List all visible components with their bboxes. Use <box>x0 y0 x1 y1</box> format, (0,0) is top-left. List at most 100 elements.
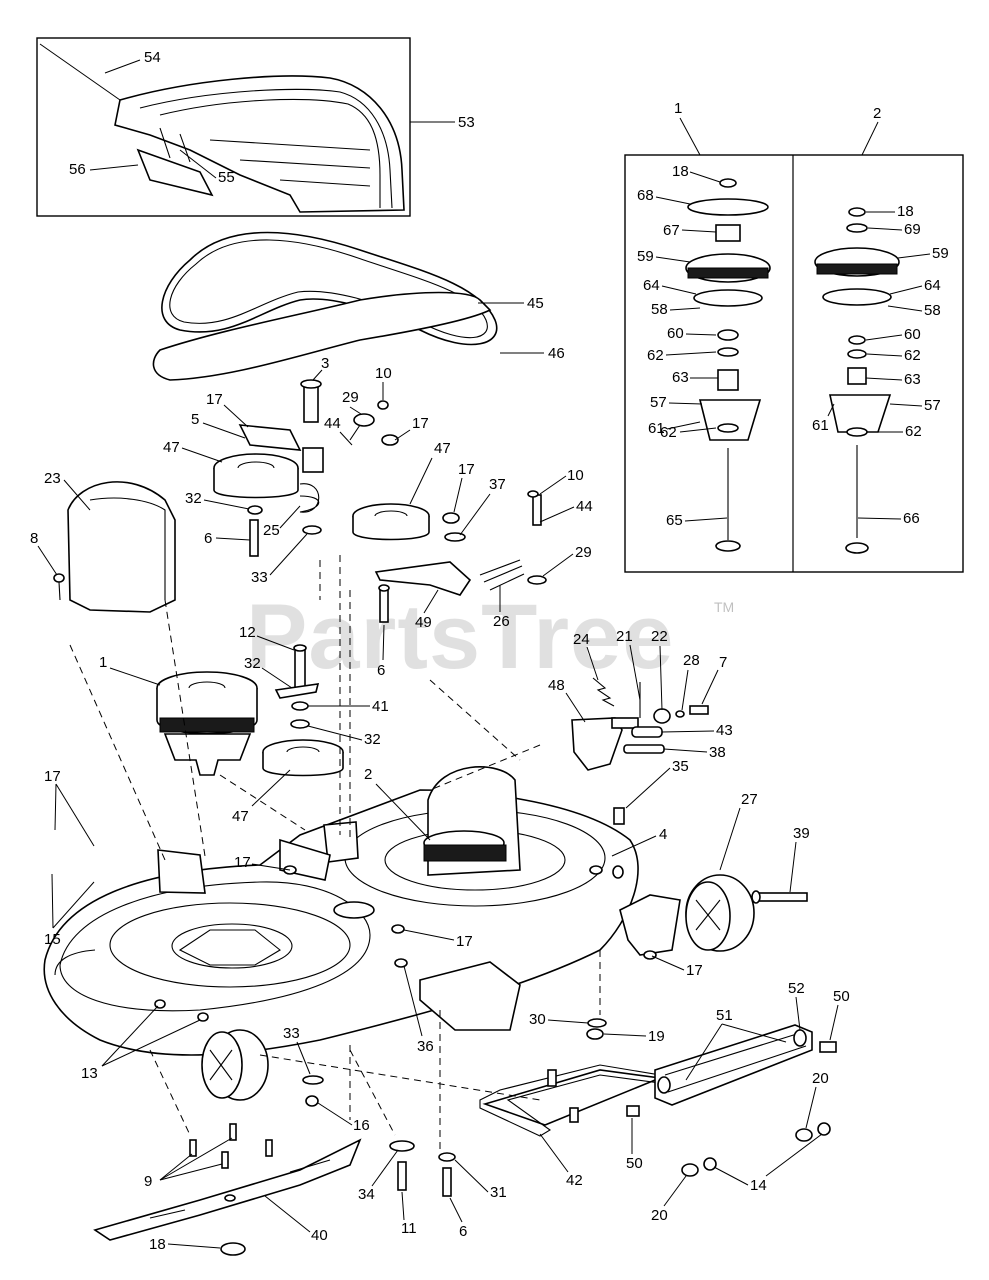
label-17b: 17 <box>412 415 429 432</box>
label-24: 24 <box>573 631 590 648</box>
s2-label-62a: 62 <box>904 347 921 364</box>
s2-label-18: 18 <box>897 203 914 220</box>
drive-belts <box>152 231 498 381</box>
idler-assembly <box>213 379 547 623</box>
label-16: 16 <box>353 1117 370 1134</box>
label-42: 42 <box>566 1172 583 1189</box>
label-53: 53 <box>458 114 475 131</box>
label-39: 39 <box>793 825 810 842</box>
label-32a: 32 <box>185 490 202 507</box>
label-34: 34 <box>358 1186 375 1203</box>
label-43: 43 <box>716 722 733 739</box>
pulley-cover-23 <box>53 481 176 613</box>
label-15: 15 <box>44 931 61 948</box>
label-50b: 50 <box>626 1155 643 1172</box>
label-40: 40 <box>311 1227 328 1244</box>
label-28: 28 <box>683 652 700 669</box>
label-32b: 32 <box>244 655 261 672</box>
label-33a: 33 <box>251 569 268 586</box>
s1-label-18: 18 <box>672 163 689 180</box>
s2-label-63: 63 <box>904 371 921 388</box>
label-17c: 17 <box>458 461 475 478</box>
label-46: 46 <box>548 345 565 362</box>
label-spindle-2-header: 2 <box>873 105 881 122</box>
watermark-brand: PartsTree <box>246 586 674 688</box>
front-wheel-27 <box>685 874 808 952</box>
s1-label-59: 59 <box>637 248 654 265</box>
assembly-dashed-lines <box>69 555 601 1150</box>
label-17e: 17 <box>234 854 251 871</box>
s1-label-65: 65 <box>666 512 683 529</box>
label-48: 48 <box>548 677 565 694</box>
height-adjust-handle <box>479 1024 837 1177</box>
label-27: 27 <box>741 791 758 808</box>
label-47a: 47 <box>163 439 180 456</box>
s1-label-63: 63 <box>672 369 689 386</box>
label-20a: 20 <box>812 1070 829 1087</box>
s1-label-68: 68 <box>637 187 654 204</box>
label-9: 9 <box>144 1173 152 1190</box>
spindle-detail-box <box>624 154 964 573</box>
label-44a: 44 <box>324 415 341 432</box>
s2-label-61: 61 <box>812 417 829 434</box>
label-4: 4 <box>659 826 667 843</box>
label-5: 5 <box>191 411 199 428</box>
spindle-assembly-left <box>156 644 344 777</box>
label-32c: 32 <box>364 731 381 748</box>
label-17a: 17 <box>206 391 223 408</box>
label-55: 55 <box>218 169 235 186</box>
label-17f: 17 <box>456 933 473 950</box>
s2-label-57: 57 <box>924 397 941 414</box>
label-3: 3 <box>321 355 329 372</box>
mower-deck <box>43 766 681 1056</box>
s1-label-58: 58 <box>651 301 668 318</box>
label-29a: 29 <box>342 389 359 406</box>
label-2: 2 <box>364 766 372 783</box>
label-35: 35 <box>672 758 689 775</box>
label-26: 26 <box>493 613 510 630</box>
label-spindle-1-header: 1 <box>674 100 682 117</box>
label-20b: 20 <box>651 1207 668 1224</box>
label-45: 45 <box>527 295 544 312</box>
label-50a: 50 <box>833 988 850 1005</box>
label-23: 23 <box>44 470 61 487</box>
label-21: 21 <box>616 628 633 645</box>
rear-wheel-left <box>201 1029 269 1101</box>
label-47c: 47 <box>232 808 249 825</box>
label-30: 30 <box>529 1011 546 1028</box>
label-10b: 10 <box>567 467 584 484</box>
label-22: 22 <box>651 628 668 645</box>
label-10a: 10 <box>375 365 392 382</box>
watermark-trademark: TM <box>714 599 734 615</box>
label-47b: 47 <box>434 440 451 457</box>
label-38: 38 <box>709 744 726 761</box>
s2-label-59: 59 <box>932 245 949 262</box>
label-6b: 6 <box>377 662 385 679</box>
label-12: 12 <box>239 624 256 641</box>
label-36: 36 <box>417 1038 434 1055</box>
discharge-hinge <box>571 677 709 771</box>
label-25: 25 <box>263 522 280 539</box>
s2-label-69: 69 <box>904 221 921 238</box>
label-29b: 29 <box>575 544 592 561</box>
s1-label-62b-shown: 62 <box>660 424 677 441</box>
s1-label-57: 57 <box>650 394 667 411</box>
s1-label-67: 67 <box>663 222 680 239</box>
label-56: 56 <box>69 161 86 178</box>
s1-label-60: 60 <box>667 325 684 342</box>
belt-cover-shape <box>114 75 405 213</box>
label-6c: 6 <box>459 1223 467 1240</box>
label-7: 7 <box>719 654 727 671</box>
label-13: 13 <box>81 1065 98 1082</box>
label-33b: 33 <box>283 1025 300 1042</box>
label-51: 51 <box>716 1007 733 1024</box>
label-44b: 44 <box>576 498 593 515</box>
belt-cover-inset <box>36 37 411 217</box>
s2-label-60: 60 <box>904 326 921 343</box>
label-17d: 17 <box>44 768 61 785</box>
label-41: 41 <box>372 698 389 715</box>
s2-label-62b: 62 <box>905 423 922 440</box>
label-8: 8 <box>30 530 38 547</box>
label-37: 37 <box>489 476 506 493</box>
